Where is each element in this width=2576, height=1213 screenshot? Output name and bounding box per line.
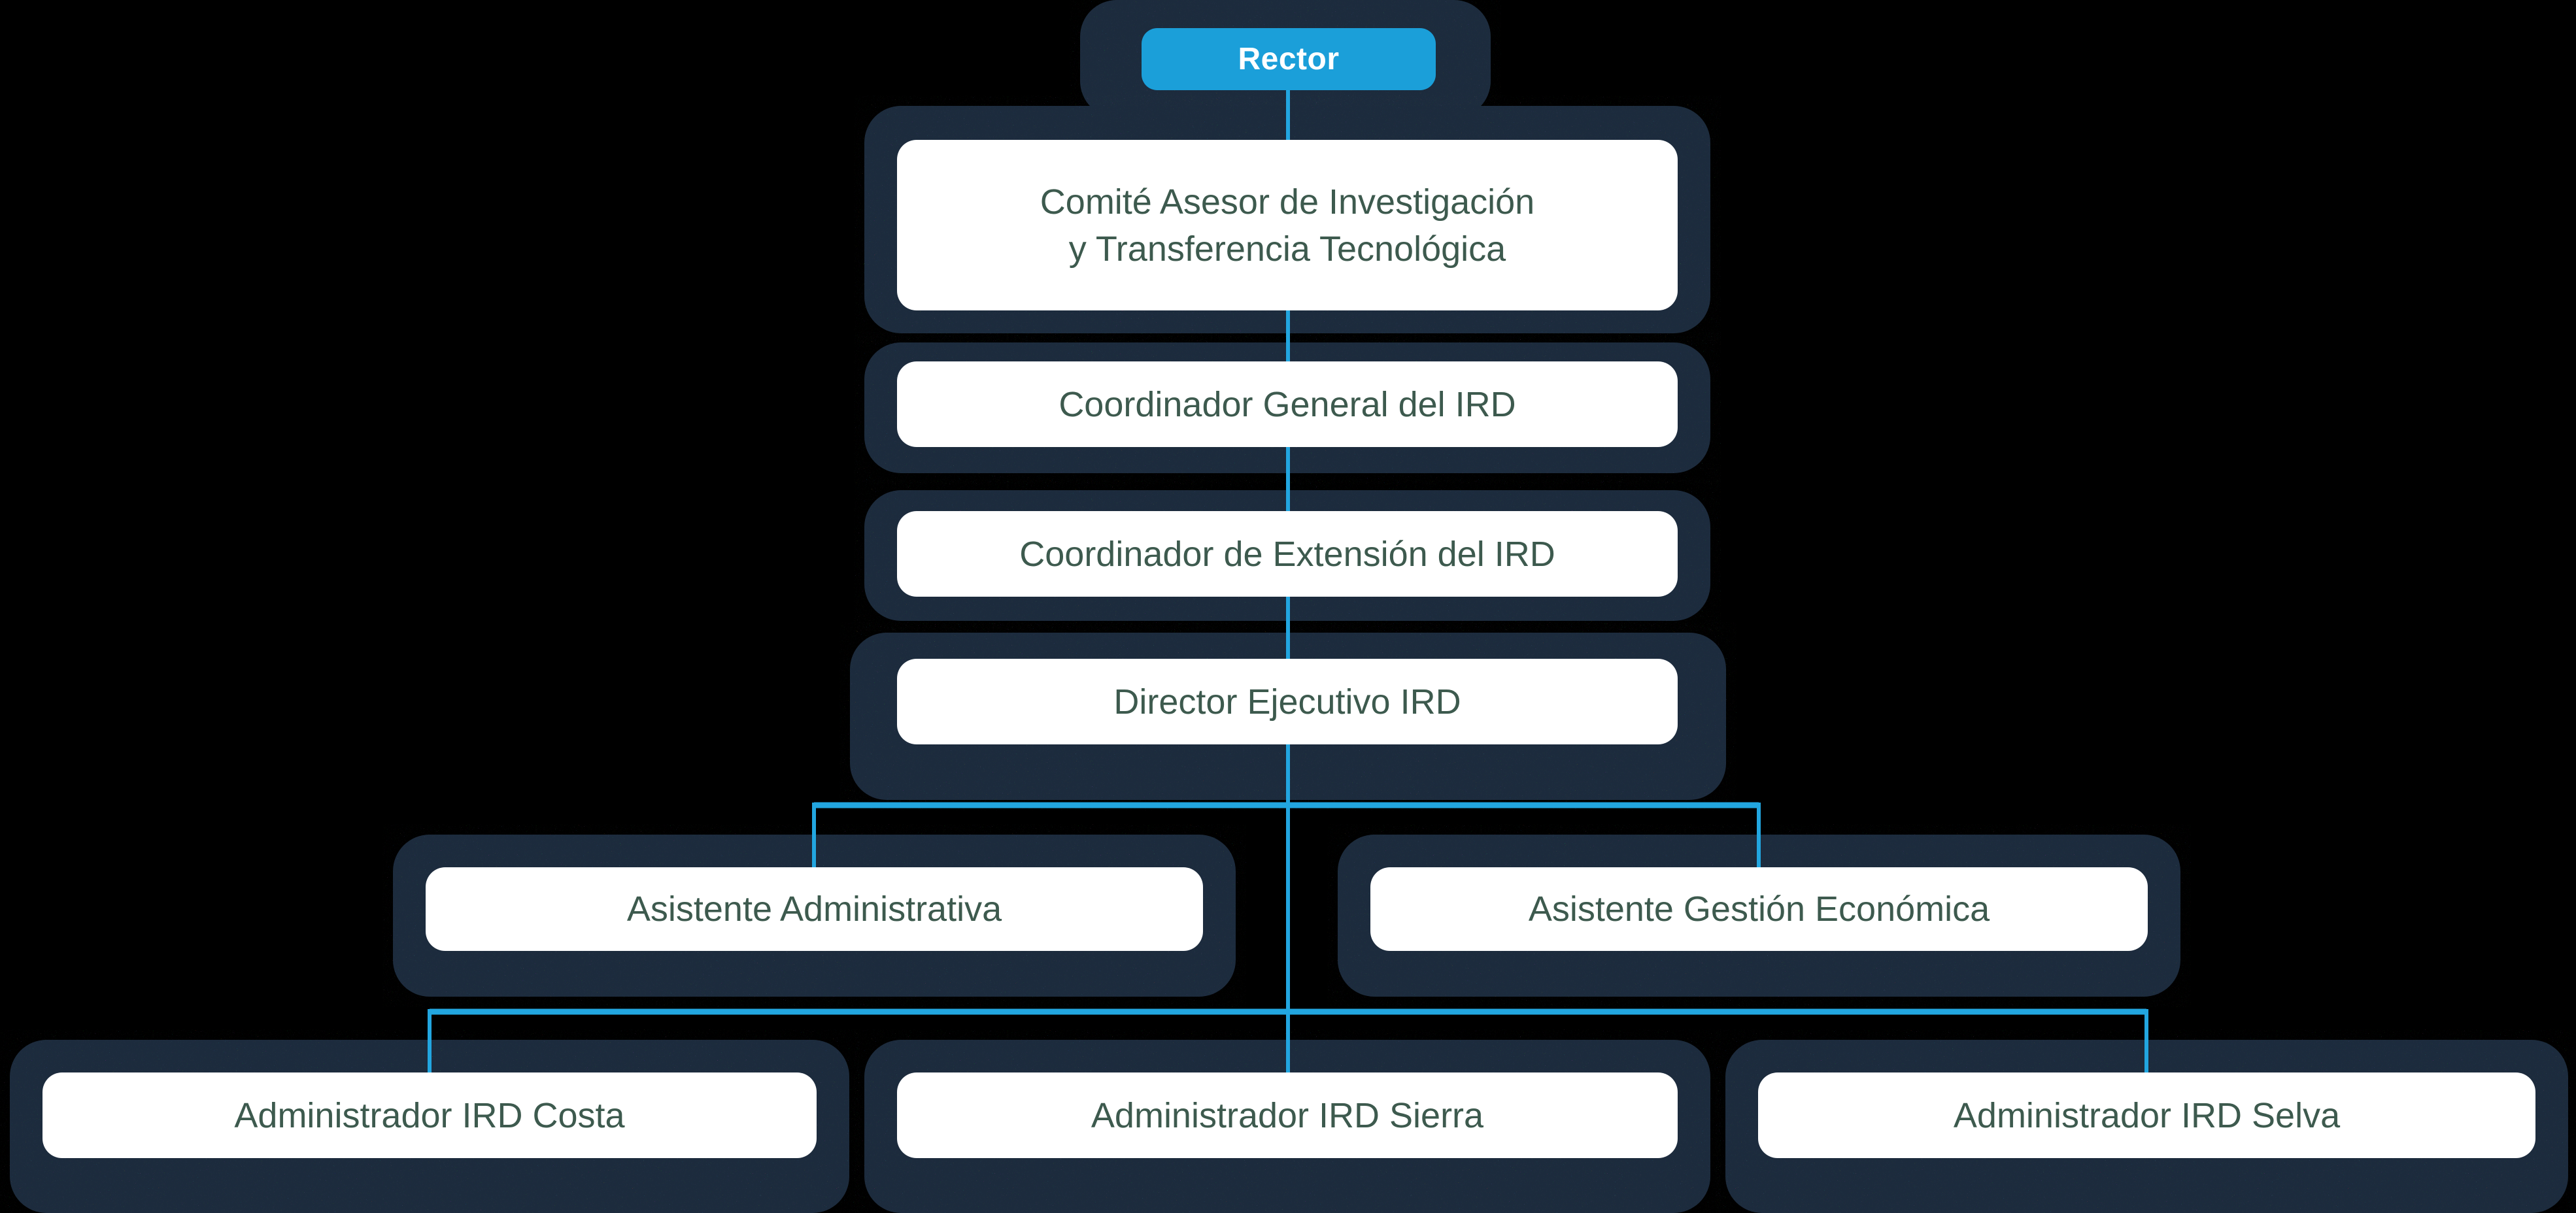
node-label-line1: Comité Asesor de Investigación: [1040, 182, 1535, 222]
node-admin-costa: Administrador IRD Costa: [42, 1072, 817, 1158]
node-admin-sierra: Administrador IRD Sierra: [897, 1072, 1678, 1158]
node-label: Asistente Gestión Económica: [1528, 889, 1990, 929]
node-comite-asesor: Comité Asesor de Investigación y Transfe…: [897, 140, 1678, 310]
node-coordinador-general: Coordinador General del IRD: [897, 361, 1678, 447]
node-label: Coordinador General del IRD: [1059, 384, 1516, 424]
node-label: Administrador IRD Sierra: [1091, 1095, 1484, 1135]
node-asistente-administrativa: Asistente Administrativa: [426, 867, 1203, 951]
node-label: Director Ejecutivo IRD: [1113, 682, 1461, 722]
node-label: Coordinador de Extensión del IRD: [1019, 534, 1555, 574]
node-admin-selva: Administrador IRD Selva: [1758, 1072, 2535, 1158]
node-label-line2: y Transferencia Tecnológica: [1068, 229, 1506, 269]
node-label: Rector: [1238, 41, 1340, 76]
node-rector: Rector: [1142, 28, 1436, 90]
node-coordinador-extension: Coordinador de Extensión del IRD: [897, 511, 1678, 597]
node-asistente-gestion-economica: Asistente Gestión Económica: [1370, 867, 2148, 951]
node-label: Asistente Administrativa: [626, 889, 1002, 929]
node-director-ejecutivo: Director Ejecutivo IRD: [897, 659, 1678, 744]
node-label: Administrador IRD Selva: [1953, 1095, 2341, 1135]
node-label: Administrador IRD Costa: [234, 1095, 625, 1135]
